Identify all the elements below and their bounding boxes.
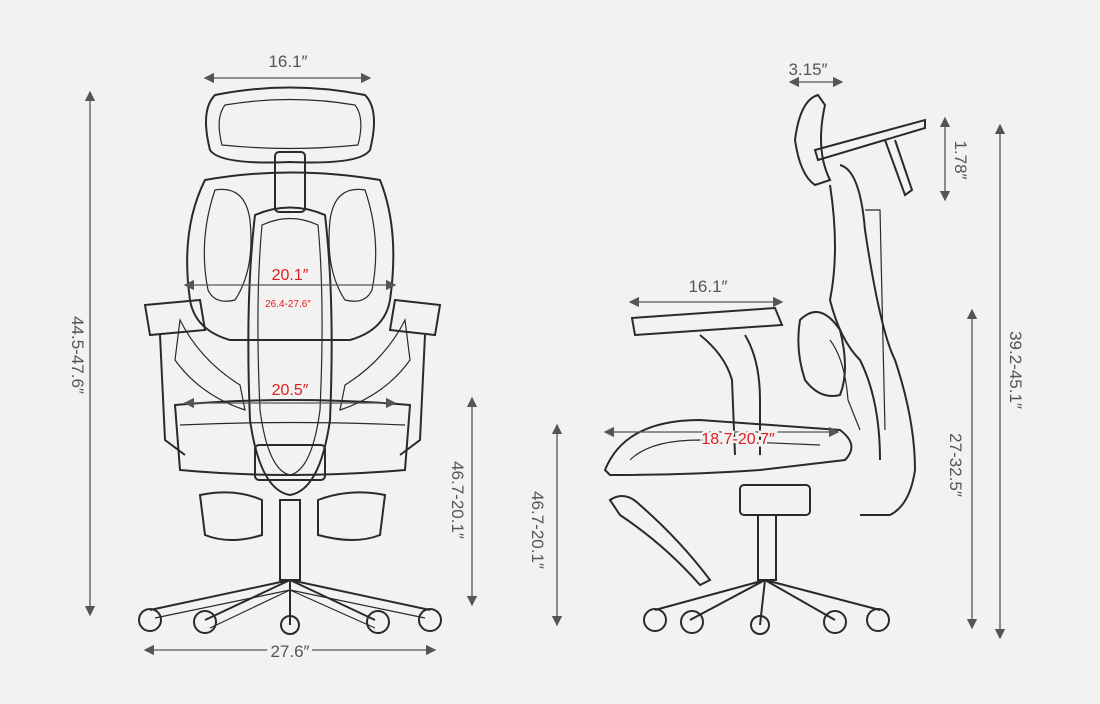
overall-height-label: 44.5-47.6″ (68, 316, 87, 394)
base-width-label: 27.6″ (270, 642, 309, 661)
side-dimensions: 3.15″ 1.78″ 16.1″ 18.7-20.7″ 46.7-20.1″ … (528, 60, 1025, 640)
top-width-label: 16.1″ (268, 52, 307, 71)
side-view-chair (603, 93, 926, 635)
back-height-label: 27-32.5″ (946, 433, 965, 497)
armrest-length-label: 16.1″ (688, 277, 727, 296)
headrest-adjust-label: 1.78″ (951, 140, 970, 179)
front-dimensions: 16.1″ 44.5-47.6″ 46.7-20.1″ 27.6″ 20.1″ … (68, 52, 478, 665)
headrest-depth-label: 3.15″ (788, 60, 827, 79)
back-width-label: 20.1″ (272, 267, 309, 284)
seat-width-label: 20.5″ (272, 382, 309, 399)
side-seat-height-label: 46.7-20.1″ (528, 491, 547, 569)
front-view-chair (138, 86, 442, 635)
armrest-width-label: 26.4-27.6″ (265, 299, 311, 310)
seat-height-label: 46.7-20.1″ (448, 461, 467, 539)
seat-depth-label: 18.7-20.7″ (701, 431, 775, 448)
side-overall-height-label: 39.2-45.1″ (1006, 331, 1025, 409)
